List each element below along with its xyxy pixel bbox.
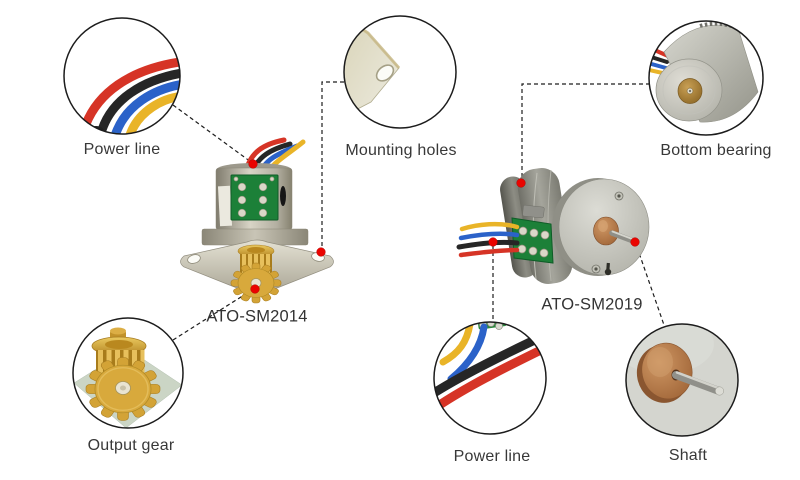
leader-bottom-bearing <box>521 83 650 180</box>
leader-lines <box>172 81 665 341</box>
marker-power-line-top <box>248 159 258 169</box>
callout-bottom-bearing <box>648 20 764 136</box>
output-gear-macro <box>85 327 161 421</box>
label-model-ato-sm2019: ATO-SM2019 <box>541 295 643 314</box>
sm2014-output-gear <box>230 244 282 304</box>
marker-shaft <box>630 237 640 247</box>
callout-mounting-holes <box>343 15 457 129</box>
sm2019-face-screws <box>591 191 624 274</box>
sm2019-shaft-hub <box>593 216 619 246</box>
label-output-gear: Output gear <box>87 437 175 454</box>
marker-bottom-bearing <box>516 178 526 188</box>
sm2014-label-sticker <box>217 185 233 227</box>
motor-ato-sm2019-photo <box>456 168 650 284</box>
callout-power-line-top <box>63 17 181 135</box>
mounting-hole <box>375 64 395 82</box>
sm2019-wires <box>456 221 520 258</box>
marker-power-line-bottom <box>488 237 498 247</box>
power-wires-macro-2 <box>434 322 546 411</box>
label-shaft: Shaft <box>668 447 708 464</box>
marker-mounting-hole <box>316 247 326 257</box>
motor-ato-sm2014-photo <box>180 137 334 304</box>
shaft-rod <box>672 371 724 396</box>
callout-output-gear <box>72 317 184 429</box>
callout-power-line-bottom <box>433 321 547 435</box>
sm2019-face-notch <box>604 262 612 276</box>
label-model-ato-sm2014: ATO-SM2014 <box>206 307 308 326</box>
callout-shaft <box>625 323 739 437</box>
leader-power-line-top <box>172 104 252 163</box>
label-power-line-top: Power line <box>83 141 161 158</box>
label-mounting-holes: Mounting holes <box>345 142 457 159</box>
power-wires-macro <box>81 57 180 134</box>
marker-dots <box>248 159 640 294</box>
label-power-line-bottom: Power line <box>453 448 531 465</box>
shaft-copper-disc <box>641 342 693 400</box>
marker-output-gear <box>250 284 260 294</box>
label-bottom-bearing: Bottom bearing <box>660 142 772 159</box>
leader-mounting-holes <box>321 81 344 249</box>
leader-output-gear <box>172 289 253 341</box>
